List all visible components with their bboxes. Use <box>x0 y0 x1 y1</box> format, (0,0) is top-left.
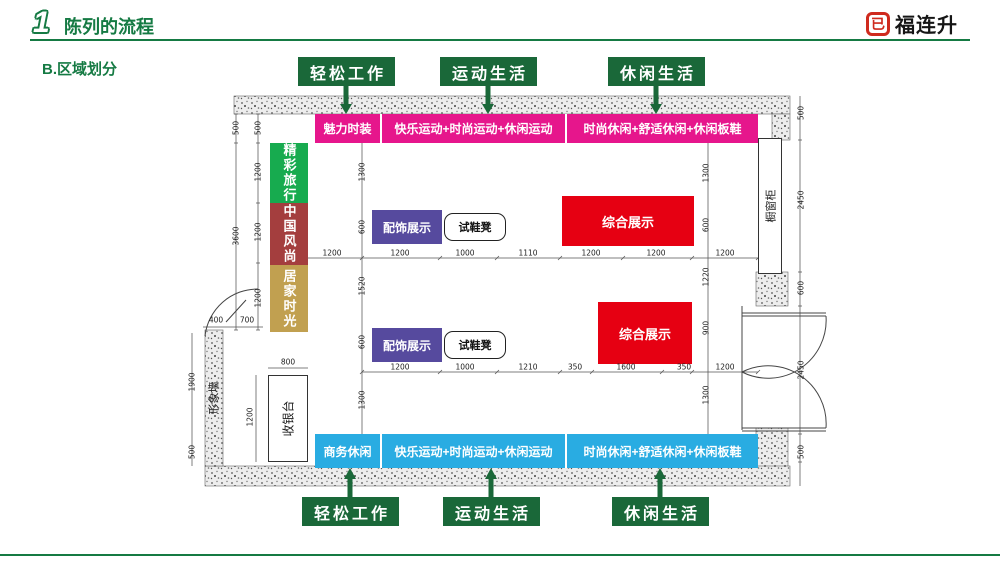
dimension-label: 1200 <box>581 248 601 258</box>
dimension-lines <box>191 96 802 486</box>
shoe-fitting-stool-1: 试鞋凳 <box>444 213 506 241</box>
cashier-counter: 收银台 <box>268 375 308 462</box>
dimension-label: 350 <box>567 362 583 372</box>
right-wall-mid-block <box>755 271 789 307</box>
dimension-label: 1200 <box>253 222 263 242</box>
zone-cell-charm-fashion: 魅力时装 <box>323 122 372 136</box>
cashier-text: 收银台 <box>281 400 296 437</box>
dimension-label: 1200 <box>245 407 255 427</box>
dimension-label: 1200 <box>253 162 263 182</box>
dimension-label: 1300 <box>357 162 367 182</box>
bottom-zone-strip: 商务休闲 快乐运动+时尚运动+休闲运动 时尚休闲+舒适休闲+休闲板鞋 <box>315 434 758 468</box>
dimension-label: 2450 <box>796 360 806 380</box>
zone-cell-business-casual: 商务休闲 <box>323 444 372 459</box>
brand-seal-icon: 已 <box>866 11 890 36</box>
dimension-label: 600 <box>357 334 367 350</box>
dimension-label: 1600 <box>616 362 636 372</box>
top-wall <box>233 95 791 115</box>
composite-display-1: 综合展示 <box>562 196 694 246</box>
dimension-label: 350 <box>676 362 692 372</box>
right-wall-lower-block <box>755 427 789 469</box>
page-title: 陈列的流程 <box>64 17 154 37</box>
brand-seal-glyph: 已 <box>871 15 885 32</box>
dimension-label: 500 <box>796 444 806 460</box>
wall-block-china-style: 中国风尚 <box>270 203 308 265</box>
footer-divider <box>0 554 1000 556</box>
composite-display-2: 综合展示 <box>598 302 692 364</box>
dimension-label: 3600 <box>231 226 241 246</box>
section-subtitle: B.区域划分 <box>42 61 118 78</box>
dimension-label: 600 <box>796 280 806 296</box>
right-double-door <box>741 306 827 432</box>
dimension-label: 800 <box>280 357 296 367</box>
left-door <box>204 288 259 337</box>
dimension-label: 700 <box>239 315 255 325</box>
zone-label-sport-life-bottom: 运动生活 <box>443 497 540 526</box>
zone-cell-leisure-mix-top: 时尚休闲+舒适休闲+休闲板鞋 <box>565 114 758 143</box>
slide-number: 1 <box>33 6 50 39</box>
image-wall-text: 形象墙 <box>208 381 220 415</box>
dimension-label: 2450 <box>796 190 806 210</box>
accessory-display-1: 配饰展示 <box>372 210 442 244</box>
dimension-label: 600 <box>701 217 711 233</box>
zone-cell-sport-mix-top: 快乐运动+时尚运动+休闲运动 <box>380 114 565 143</box>
zone-cell-sport-mix-bottom: 快乐运动+时尚运动+休闲运动 <box>380 434 565 468</box>
zone-label-sport-life-top: 运动生活 <box>440 57 537 86</box>
dimension-label: 500 <box>796 105 806 121</box>
dimension-label: 1200 <box>390 362 410 372</box>
dimension-label: 1000 <box>455 248 475 258</box>
zone-label-easy-work-bottom: 轻松工作 <box>302 497 399 526</box>
wall-block-wonderful-travel: 精彩旅行 <box>270 143 308 203</box>
zone-label-arrows-top <box>340 85 662 114</box>
window-display-cabinet: 橱窗柜 <box>758 138 782 274</box>
dimension-label: 1200 <box>715 362 735 372</box>
bottom-wall <box>204 465 791 487</box>
zone-label-easy-work-top: 轻松工作 <box>298 57 395 86</box>
dimension-label: 1110 <box>518 248 538 258</box>
dimension-label: 1220 <box>701 267 711 287</box>
dimension-label: 1210 <box>518 362 538 372</box>
dimension-label: 1300 <box>357 390 367 410</box>
dimension-label: 600 <box>357 219 367 235</box>
dimension-label: 1200 <box>646 248 666 258</box>
dimension-label: 1000 <box>455 362 475 372</box>
dimension-label: 1200 <box>253 288 263 308</box>
dimension-label: 1200 <box>322 248 342 258</box>
wall-block-home-time: 居家时光 <box>270 265 308 332</box>
accessory-display-2: 配饰展示 <box>372 328 442 362</box>
dimension-label: 1520 <box>357 276 367 296</box>
dimension-label: 900 <box>701 320 711 336</box>
dimension-label: 1300 <box>701 385 711 405</box>
zone-label-leisure-life-top: 休闲生活 <box>608 57 705 86</box>
dimension-label: 1300 <box>701 163 711 183</box>
brand-logo: 已 福连升 <box>866 9 958 38</box>
zone-label-arrows-bottom <box>344 468 666 497</box>
image-wall-label: 形象墙 <box>203 330 223 466</box>
zone-label-leisure-life-bottom: 休闲生活 <box>612 497 709 526</box>
dimension-label: 500 <box>231 120 241 136</box>
dimension-label: 500 <box>187 444 197 460</box>
top-zone-strip: 魅力时装 快乐运动+时尚运动+休闲运动 时尚休闲+舒适休闲+休闲板鞋 <box>315 114 758 143</box>
dimension-label: 1900 <box>187 372 197 392</box>
header-divider <box>30 39 970 41</box>
image-wall-structure <box>204 329 224 467</box>
window-cabinet-text: 橱窗柜 <box>765 189 777 223</box>
dimension-label: 500 <box>253 120 263 136</box>
dimension-label: 400 <box>208 315 224 325</box>
zone-cell-leisure-mix-bottom: 时尚休闲+舒适休闲+休闲板鞋 <box>565 434 758 468</box>
right-wall-upper <box>771 113 791 141</box>
shoe-fitting-stool-2: 试鞋凳 <box>444 331 506 359</box>
dimension-label: 1200 <box>390 248 410 258</box>
dimension-label: 1200 <box>715 248 735 258</box>
brand-name: 福连升 <box>895 15 958 37</box>
